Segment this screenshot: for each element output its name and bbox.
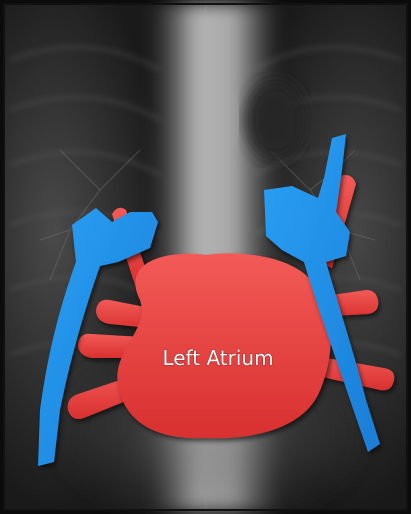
left-atrium: Left Atrium: [117, 253, 331, 438]
left-atrium-label: Left Atrium: [162, 346, 273, 370]
